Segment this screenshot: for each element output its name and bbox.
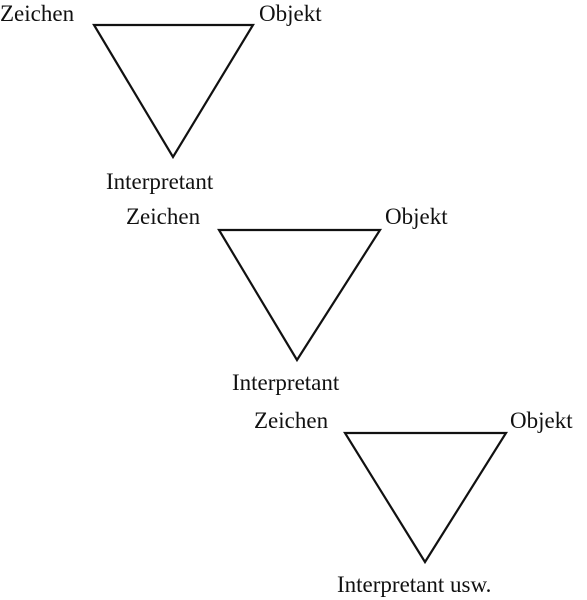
triangle-3-interpretant-label: Interpretant usw. [337,572,491,597]
triangle-2-object-label: Objekt [385,204,448,229]
triangle-1-sign-label: Zeichen [0,1,75,26]
triangle-2 [217,228,383,363]
triangle-2-interpretant-label: Interpretant [232,370,340,395]
triangle-1-interpretant-label: Interpretant [106,169,214,194]
triangle-group-3: Zeichen Objekt Interpretant usw. [254,408,573,597]
triangle-3-object-label: Objekt [510,408,573,433]
triangle-3-sign-label: Zeichen [254,408,329,433]
triangle-1 [92,23,255,160]
triangle-group-1: Zeichen Objekt Interpretant [0,1,322,194]
triangle-group-2: Zeichen Objekt Interpretant [126,204,448,395]
triangle-1-object-label: Objekt [259,1,322,26]
triangle-2-sign-label: Zeichen [126,204,201,229]
triangle-3 [343,431,508,565]
